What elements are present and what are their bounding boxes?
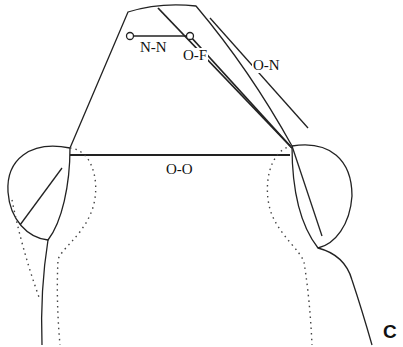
on-dimension-line [210, 18, 308, 128]
right-orbit-dotted [267, 146, 312, 345]
measure-label: O-F [182, 48, 208, 63]
measure-label: O-N [252, 58, 281, 73]
oo-line [70, 154, 290, 156]
nn-line [133, 35, 190, 36]
right-eye-line [292, 146, 322, 236]
of-line [158, 8, 292, 148]
measure-label: O-O [165, 162, 194, 177]
left-side-dotted [12, 200, 40, 300]
body-outline-right [318, 248, 372, 345]
head-outline [70, 5, 292, 148]
body-outline-left [42, 240, 48, 345]
left-orbit-dotted [57, 148, 95, 345]
right-eye [292, 145, 352, 248]
nostril-right [187, 33, 194, 40]
panel-letter: C [382, 322, 398, 341]
nostril-left [127, 33, 134, 40]
measure-label: N-N [139, 40, 168, 55]
left-eye [8, 146, 70, 240]
left-eye-line [20, 168, 62, 225]
